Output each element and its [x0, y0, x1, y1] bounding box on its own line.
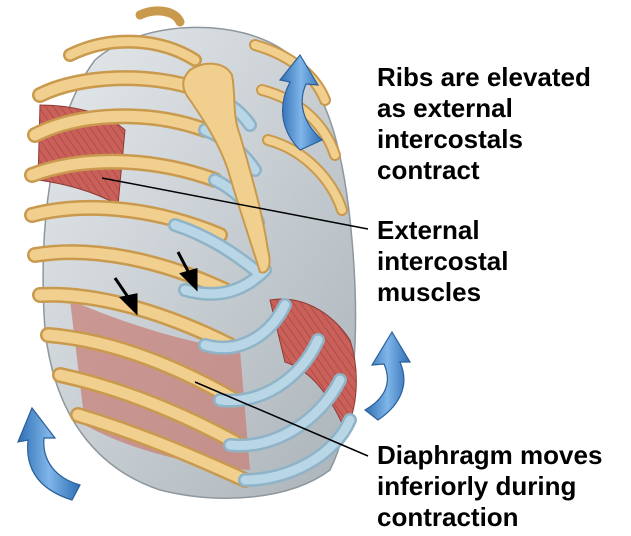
external-intercostal-label-line: intercostal: [377, 246, 509, 277]
ribs-elevated-label: Ribs are elevated as external intercosta…: [377, 62, 591, 186]
ribs-label-line: as external: [377, 93, 591, 124]
diaphragm-label: Diaphragm moves inferiorly during contra…: [377, 440, 602, 533]
ribs-label-line: intercostals: [377, 124, 591, 155]
curved-up-arrow-icon: [365, 332, 410, 420]
diaphragm-label-line: inferiorly during: [377, 471, 602, 502]
external-intercostal-label-line: External: [377, 215, 509, 246]
external-intercostal-label: External intercostal muscles: [377, 215, 509, 308]
external-intercostal-label-line: muscles: [377, 277, 509, 308]
diaphragm-label-line: contraction: [377, 502, 602, 533]
ribs-label-line: contract: [377, 155, 591, 186]
curved-up-arrow-icon: [18, 408, 80, 500]
diaphragm-label-line: Diaphragm moves: [377, 440, 602, 471]
ribs-label-line: Ribs are elevated: [377, 62, 591, 93]
first-rib: [140, 11, 180, 22]
